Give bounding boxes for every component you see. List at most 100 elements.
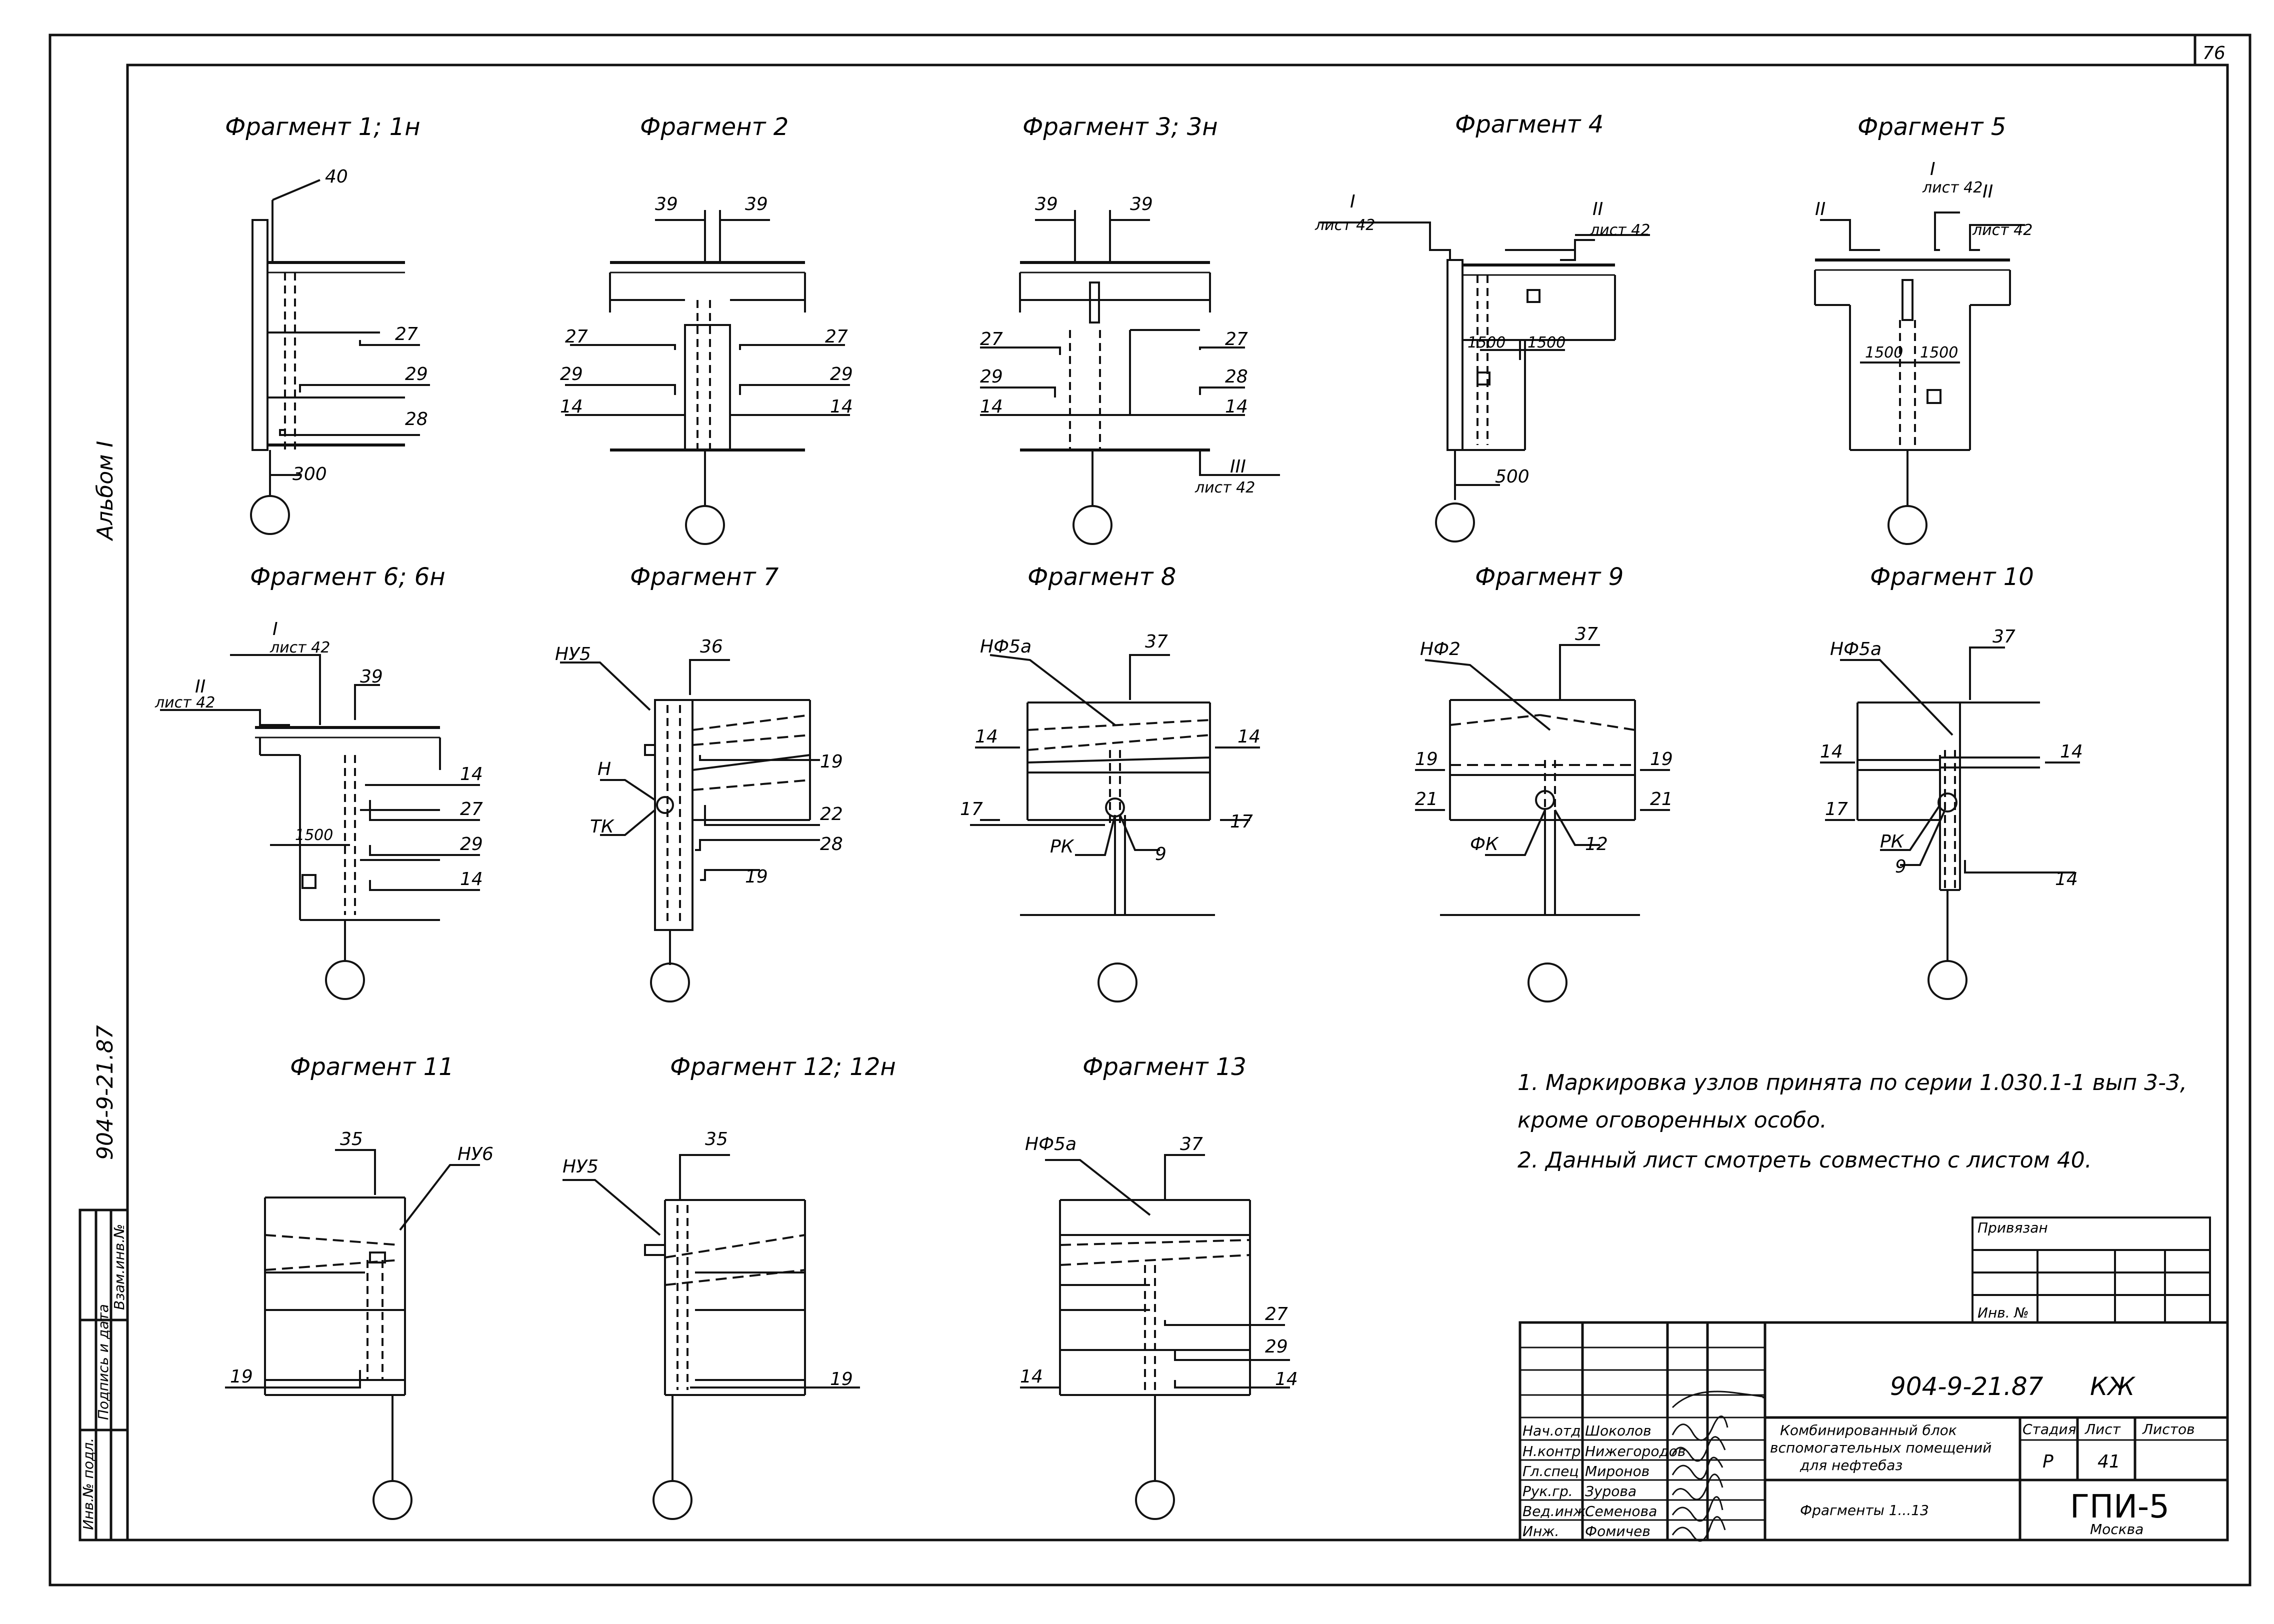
label: лист 42 [1194,479,1255,496]
label: 29 [980,366,1003,387]
label: 29 [1265,1336,1288,1357]
label: 500 [1495,466,1530,487]
label: 14 [830,396,853,417]
label: 28 [1225,366,1248,387]
label: 27 [1225,329,1248,350]
label: 300 [292,464,327,484]
fragment-title: Фрагмент 5 [1858,113,2006,141]
object-line-3: для нефтебаз [1800,1457,1902,1474]
note-line-1: 1. Маркировка узлов принята по серии 1.0… [1518,1070,2187,1096]
fragment-13: Фрагмент 13 НФ5а 37 27 29 14 [1020,1053,1298,1520]
fragment-title: Фрагмент 9 [1475,563,1624,591]
left-stamp [78,1208,129,1542]
label: 39 [1035,194,1058,214]
fragment-2: Фрагмент 2 39 [560,113,853,545]
fragment-5: Фрагмент 5 I лист 42 II II лист 42 [1814,113,2032,545]
stamp-col-2: Подпись и дата [95,1304,112,1420]
label: 37 [1145,632,1168,652]
role: Вед.инж. [1522,1503,1590,1520]
role: Рук.гр. [1522,1483,1573,1500]
label: 21 [1650,789,1673,810]
label: лист 42 [1922,179,1982,196]
stamp-col-1: Инв.№ подл. [80,1438,96,1530]
sheet-value: 41 [2098,1452,2120,1472]
person-name: Шоколов [1585,1422,1652,1439]
fragment-10: Фрагмент 10 НФ5а 37 [1820,563,2083,1000]
label: 14 [1225,396,1248,417]
label: 35 [340,1129,363,1150]
label: лист 42 [1314,216,1375,234]
label: 19 [1650,749,1673,770]
label: 39 [1130,194,1153,214]
fragment-6: Фрагмент 6; 6н I лист [154,563,483,1000]
label: 19 [820,752,843,772]
label: 14 [1820,742,1843,762]
label: 21 [1415,789,1438,810]
label: лист 42 [154,694,215,712]
doc-code: 904-9-21.87 [1890,1372,2044,1401]
label: 9 [1155,844,1166,864]
fragment-7: Фрагмент 7 НУ5 36 [555,563,843,1002]
label: 14 [975,726,998,747]
label: II [1815,199,1826,220]
person-name: Нижегородов [1585,1443,1686,1460]
label: РК [1880,832,1904,852]
side-code: 904-9-21.87 [92,1025,118,1160]
label: 14 [460,764,483,784]
role: Инж. [1522,1523,1559,1540]
fragment-title: Фрагмент 13 [1082,1053,1246,1081]
note-line-2: кроме оговоренных особо. [1518,1108,1827,1133]
label: 40 [325,166,348,187]
fragment-1: Фрагмент 1; 1н 40 27 29 28 300 [225,113,430,535]
label: 9 [1895,856,1906,877]
label: 27 [460,799,483,820]
sheet-header: Лист [2084,1421,2121,1438]
label: НФ2 [1420,639,1460,660]
label: ТК [590,816,614,837]
fragment-8: Фрагмент 8 НФ5а [960,563,1260,1002]
label: 17 [960,799,983,820]
person-name: Семенова [1585,1503,1657,1520]
fragment-title: Фрагмент 7 [630,563,779,591]
fragment-12: Фрагмент 12; 12н НУ5 35 19 [562,1053,896,1520]
org-city: Москва [2090,1521,2144,1538]
fragment-title: Фрагмент 6; 6н [250,563,446,591]
label: 14 [1020,1366,1043,1387]
album-label: Альбом I [92,441,118,542]
label: НУ5 [562,1156,598,1177]
label: НУ5 [555,644,591,664]
label: 17 [1230,812,1253,832]
label: лист 42 [1972,222,2032,239]
person-name: Фомичев [1585,1523,1650,1540]
role: Гл.спец [1522,1463,1578,1480]
people-list: Нач.отд Шоколов Н.контр. Нижегородов Гл.… [1522,1422,1686,1540]
label: I [272,619,278,640]
label: 1500 [295,826,333,844]
stage-header: Стадия [2022,1421,2076,1438]
label: 27 [565,326,588,347]
label: II [195,676,206,697]
fragment-title: Фрагмент 12; 12н [670,1053,896,1081]
fragment-title: Фрагмент 2 [640,113,788,141]
fragment-title: Фрагмент 1; 1н [225,113,420,141]
label: 19 [1415,749,1438,770]
fragment-9: Фрагмент 9 НФ2 37 [1415,563,1673,1002]
fragment-title: Фрагмент 10 [1870,563,2034,591]
label: 39 [745,194,768,214]
fragment-title: Фрагмент 3; 3н [1022,113,1218,141]
label: 37 [1180,1134,1203,1154]
label: 1500 [1468,334,1506,352]
doc-mark: КЖ [2090,1372,2136,1401]
label: I [1350,192,1356,212]
person-name: Миронов [1585,1463,1650,1480]
fragment-title: Фрагмент 8 [1028,563,1176,591]
fragment-3: Фрагмент 3; 3н [980,113,1280,545]
sheets-header: Листов [2142,1421,2195,1438]
label: ФК [1470,834,1499,854]
label: 29 [460,834,483,854]
outer-frame [48,34,2252,1586]
label: 19 [745,866,768,887]
object-line-2: вспомогательных помещений [1770,1440,1992,1456]
label: 37 [1575,624,1598,644]
label: III [1230,456,1246,477]
